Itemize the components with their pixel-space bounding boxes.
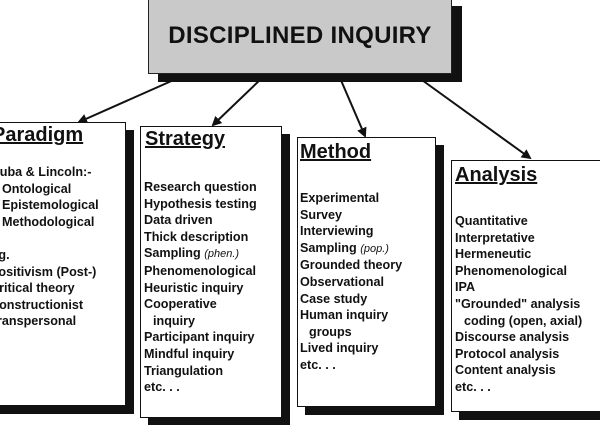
arrow-to-strategy [211, 77, 263, 127]
item-text: Sampling [144, 246, 201, 261]
strategy-list: Research question Hypothesis testing Dat… [144, 179, 257, 396]
list-item: Methodological [2, 214, 95, 229]
item-text: Sampling [300, 240, 357, 255]
list-item: IPA [455, 280, 476, 295]
list-item: Research question [144, 180, 257, 194]
list-item: Content analysis [455, 363, 556, 378]
list-item: Guba & Lincoln:- [0, 165, 92, 179]
list-item: etc. . . [455, 379, 491, 394]
list-item: Protocol analysis [455, 346, 560, 361]
list-item: coding (open, axial) [464, 313, 583, 328]
list-item: Thick description [144, 229, 249, 244]
list-item: Interviewing [300, 224, 374, 239]
list-item: Cooperative [144, 297, 217, 312]
list-item: Critical theory [0, 281, 75, 296]
list-item: groups [309, 324, 352, 339]
list-spacer [0, 230, 99, 247]
list-item: "Grounded" analysis [455, 296, 581, 311]
list-item: Triangulation [144, 363, 224, 378]
paradigm-heading: Paradigm [0, 124, 84, 146]
method-heading: Method [300, 141, 372, 163]
list-item: Survey [300, 207, 343, 222]
list-item: Epistemological [2, 198, 99, 213]
list-item: Constructionist [0, 297, 84, 312]
list-item: Hypothesis testing [144, 196, 257, 211]
item-note: (phen.) [204, 248, 240, 261]
method-list: Experimental Survey Interviewing Samplin… [300, 190, 402, 374]
list-item: Transpersonal [0, 314, 77, 329]
list-item: Ontological [2, 181, 72, 196]
analysis-list: Quantitative Interpretative Hermeneutic … [455, 213, 582, 396]
list-item: Mindful inquiry [144, 346, 235, 361]
title-box: DISCIPLINED INQUIRY [148, 0, 452, 74]
list-item: etc. . . [300, 357, 336, 372]
list-item: Sampling (pop.) [300, 240, 402, 258]
arrow-to-method [339, 77, 367, 138]
list-item: Human inquiry [300, 308, 389, 323]
list-item: Positivism (Post-) [0, 264, 97, 279]
list-item: Participant inquiry [144, 330, 255, 345]
list-item: inquiry [153, 313, 195, 328]
paradigm-box [0, 122, 126, 406]
analysis-box [451, 160, 600, 412]
strategy-box [140, 126, 282, 418]
list-item: Eg. [0, 247, 10, 262]
list-item: Lived inquiry [300, 341, 379, 356]
method-box [297, 137, 436, 407]
paradigm-list: Guba & Lincoln:- Ontological Epistemolog… [0, 164, 99, 330]
arrow-to-paradigm [77, 74, 186, 124]
list-item: Discourse analysis [455, 330, 570, 345]
list-item: Hermeneutic [455, 247, 532, 262]
list-item: Quantitative [455, 214, 528, 228]
list-item: Interpretative [455, 230, 535, 245]
analysis-heading: Analysis [455, 164, 538, 186]
arrow-to-analysis [414, 74, 532, 160]
list-item: Case study [300, 291, 368, 306]
list-item: Phenomenological [455, 263, 567, 278]
list-item: Grounded theory [300, 258, 403, 273]
list-item: Experimental [300, 191, 380, 205]
strategy-heading: Strategy [145, 128, 226, 150]
diagram-title: DISCIPLINED INQUIRY [168, 22, 432, 49]
item-note: (pop.) [360, 242, 389, 255]
list-item: Phenomenological [144, 263, 256, 278]
list-item: Observational [300, 274, 384, 289]
list-item: etc. . . [144, 380, 180, 395]
list-item: Heuristic inquiry [144, 280, 244, 295]
list-item: Sampling (phen.) [144, 245, 257, 263]
list-item: Data driven [144, 213, 213, 228]
